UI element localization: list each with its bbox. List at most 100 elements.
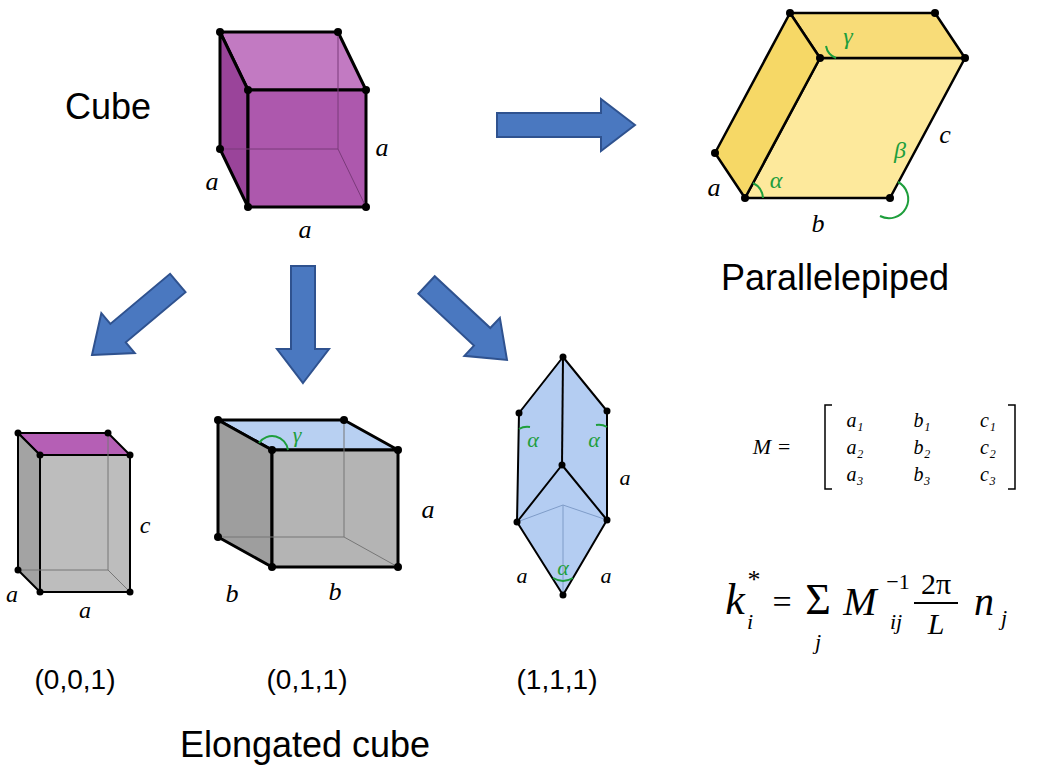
cube-hidden-edge: [220, 32, 338, 149]
hidden-edge: [108, 570, 130, 592]
vertex-dot: [127, 589, 134, 596]
angle-arcs: [753, 46, 908, 218]
angle-symbol: α: [770, 168, 783, 192]
parallelepiped-fill: [715, 13, 965, 198]
formula-index: i: [747, 611, 753, 633]
rhombohedron: [517, 357, 607, 595]
matrix-entry: b₃: [914, 464, 931, 484]
vertex-dot: [37, 589, 44, 596]
formula-symbol: *: [748, 567, 761, 593]
direction-index: (0,1,1): [267, 666, 348, 694]
angle-symbol: α: [527, 429, 539, 451]
edge-length: a: [601, 565, 612, 587]
edge-length: a: [422, 497, 435, 523]
vertex-dot: [394, 446, 402, 454]
block-arrow: [497, 99, 635, 151]
formula-index: ij: [890, 611, 902, 633]
edge-length: b: [812, 211, 825, 237]
vertex-dot: [931, 9, 939, 17]
vertex-dot: [216, 28, 224, 36]
angle-symbol: γ: [843, 24, 852, 48]
angle-arc: [826, 46, 836, 58]
hidden-edge: [18, 433, 108, 570]
formula-index: −1: [886, 571, 909, 593]
edge-length: c: [140, 513, 151, 537]
shape-title: Cube: [65, 89, 151, 125]
edge-length: b: [329, 579, 342, 605]
vertex-dot: [816, 54, 824, 62]
monoclinic-box: [218, 420, 398, 567]
cube-vertices: [216, 28, 370, 211]
side-face: [715, 13, 820, 198]
vertex-dot: [362, 203, 370, 211]
formula-symbol: Σ: [805, 578, 831, 622]
vertex-dot: [559, 462, 566, 469]
edge-length: a: [620, 467, 631, 489]
matrix-entry: b₁: [914, 410, 931, 430]
rhombohedron-vertices: [514, 354, 611, 599]
vertex-dot: [244, 86, 252, 94]
vertex-dot: [362, 86, 370, 94]
edge-length: a: [206, 169, 219, 195]
edge-length: a: [79, 598, 91, 622]
block-arrows: [75, 99, 635, 383]
vertex-dot: [214, 416, 222, 424]
vertex-dot: [244, 203, 252, 211]
matrix-brackets: [825, 405, 1015, 489]
matrix-entry: c₃: [980, 464, 996, 484]
edge-length: a: [6, 582, 18, 606]
hidden-edge: [517, 505, 607, 522]
matrix-entry: c₁: [980, 410, 996, 430]
matrix-entry: a₁: [847, 410, 864, 430]
hidden-edge: [218, 420, 344, 537]
vertex-dot: [786, 9, 794, 17]
edge-length: c: [939, 122, 951, 148]
edge-length: a: [708, 175, 721, 201]
matrix-entry: a₂: [847, 437, 864, 457]
angle-arcs: [519, 425, 607, 581]
block-arrow: [409, 266, 525, 379]
formula-index: j: [1001, 607, 1007, 629]
edge-length: a: [376, 135, 389, 161]
group-caption: Elongated cube: [180, 727, 430, 763]
formula-symbol: =: [772, 585, 791, 619]
cube-hidden-edge: [338, 149, 366, 207]
vertex-dot: [516, 410, 523, 417]
vertex-dot: [216, 145, 224, 153]
angle-symbol: γ: [293, 424, 302, 446]
rhombohedron-edge: [562, 357, 563, 465]
matrix-bracket: [825, 405, 832, 489]
angle-symbol: α: [588, 429, 600, 451]
angle-arc: [880, 182, 908, 218]
matrix-entry: a₃: [847, 464, 864, 484]
edge-length: b: [226, 581, 239, 607]
formula-index: j: [815, 631, 821, 653]
shape-title: Parallelepiped: [721, 260, 949, 296]
vertex-dot: [340, 416, 348, 424]
block-arrow: [75, 263, 194, 375]
vertex-dot: [127, 452, 134, 459]
vertex-dot: [268, 446, 276, 454]
formula-symbol: L: [928, 609, 945, 639]
angle-arc: [596, 425, 607, 427]
formula-symbol: 2π: [921, 569, 951, 599]
vertex-dot: [514, 519, 521, 526]
vertex-dot: [741, 194, 749, 202]
parallelepiped: [715, 13, 965, 198]
cube-side-face: [220, 32, 248, 207]
edge-length: a: [517, 565, 528, 587]
cube: [220, 32, 366, 207]
vertex-dot: [560, 354, 567, 361]
vertex-dot: [886, 194, 894, 202]
rhombohedron-edge: [517, 465, 607, 522]
block-arrow: [277, 266, 329, 383]
rhombohedron-fill: [517, 357, 607, 595]
vertex-dot: [711, 149, 719, 157]
vertex-dot: [560, 592, 567, 599]
vertex-dot: [961, 54, 969, 62]
vertex-dot: [604, 517, 611, 524]
hidden-edge: [344, 537, 398, 567]
